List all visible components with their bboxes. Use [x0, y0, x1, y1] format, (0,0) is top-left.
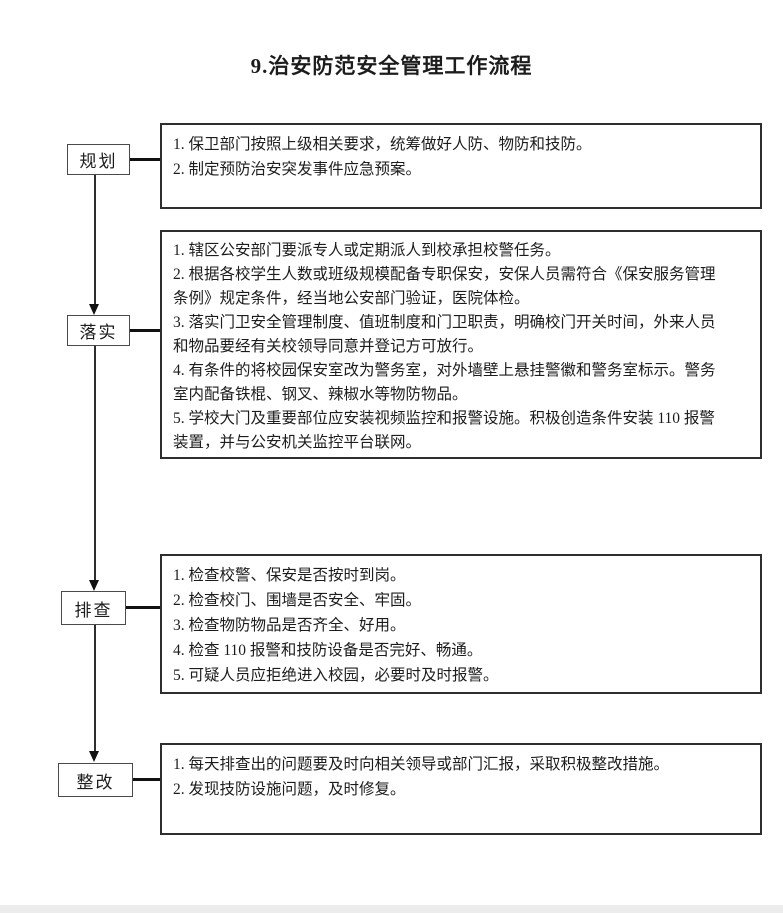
detail-line: 和物品要经有关校领导同意并登记方可放行。 [173, 338, 484, 355]
flow-arrowhead-3 [89, 751, 99, 762]
connector-planning [130, 158, 160, 161]
stage-label-inspection: 排查 [74, 600, 113, 620]
connector-inspection [126, 606, 160, 609]
detail-line: 4. 检查 110 报警和技防设备是否完好、畅通。 [173, 642, 483, 659]
detail-line: 装置，并与公安机关监控平台联网。 [173, 434, 422, 451]
detail-line: 3. 落实门卫安全管理制度、值班制度和门卫职责，明确校门开关时间，外来人员 [173, 314, 716, 331]
detail-line: 2. 检查校门、围墙是否安全、牢固。 [173, 592, 422, 609]
detail-line: 室内配备铁棍、钢叉、辣椒水等物防物品。 [173, 386, 468, 403]
detail-line: 2. 制定预防治安突发事件应急预案。 [173, 161, 422, 178]
page-title: 9.治安防范安全管理工作流程 [250, 54, 533, 78]
stage-box-implementation: 落实 [67, 315, 130, 346]
flow-arrowhead-1 [89, 304, 99, 315]
detail-line: 5. 学校大门及重要部位应安装视频监控和报警设施。积极创造条件安装 110 报警 [173, 410, 715, 427]
detail-box-planning: 1. 保卫部门按照上级相关要求，统筹做好人防、物防和技防。 2. 制定预防治安突… [160, 123, 762, 209]
detail-line: 1. 保卫部门按照上级相关要求，统筹做好人防、物防和技防。 [173, 136, 592, 153]
stage-label-implementation: 落实 [79, 323, 118, 342]
detail-line: 3. 检查物防物品是否齐全、好用。 [173, 617, 406, 634]
detail-line: 1. 检查校警、保安是否按时到岗。 [173, 567, 406, 584]
flow-arrow-line-2 [94, 346, 96, 581]
detail-box-inspection: 1. 检查校警、保安是否按时到岗。 2. 检查校门、围墙是否安全、牢固。 3. … [160, 554, 762, 694]
stage-box-rectification: 整改 [58, 763, 133, 797]
detail-box-rectification: 1. 每天排查出的问题要及时向相关领导或部门汇报，采取积极整改措施。 2. 发现… [160, 743, 762, 835]
stage-label-rectification: 整改 [76, 772, 115, 792]
detail-line: 条例》规定条件，经当地公安部门验证，医院体检。 [173, 290, 530, 307]
flow-arrow-line-1 [94, 175, 96, 305]
connector-rectification [133, 778, 160, 781]
flow-arrowhead-2 [89, 580, 99, 591]
detail-line: 1. 每天排查出的问题要及时向相关领导或部门汇报，采取积极整改措施。 [173, 756, 670, 773]
detail-line: 1. 辖区公安部门要派专人或定期派人到校承担校警任务。 [173, 242, 561, 259]
flow-arrow-line-3 [94, 625, 96, 752]
detail-line: 4. 有条件的将校园保安室改为警务室，对外墙壁上悬挂警徽和警务室标示。警务 [173, 362, 716, 379]
connector-implementation [130, 329, 160, 332]
stage-label-planning: 规划 [79, 152, 118, 171]
detail-line: 2. 根据各校学生人数或班级规模配备专职保安，安保人员需符合《保安服务管理 [173, 266, 716, 283]
page-bottom-edge [0, 905, 783, 913]
detail-box-implementation: 1. 辖区公安部门要派专人或定期派人到校承担校警任务。 2. 根据各校学生人数或… [160, 230, 762, 459]
stage-box-planning: 规划 [67, 144, 130, 175]
detail-line: 2. 发现技防设施问题，及时修复。 [173, 781, 406, 798]
stage-box-inspection: 排查 [61, 591, 126, 625]
detail-line: 5. 可疑人员应拒绝进入校园，必要时及时报警。 [173, 667, 499, 684]
